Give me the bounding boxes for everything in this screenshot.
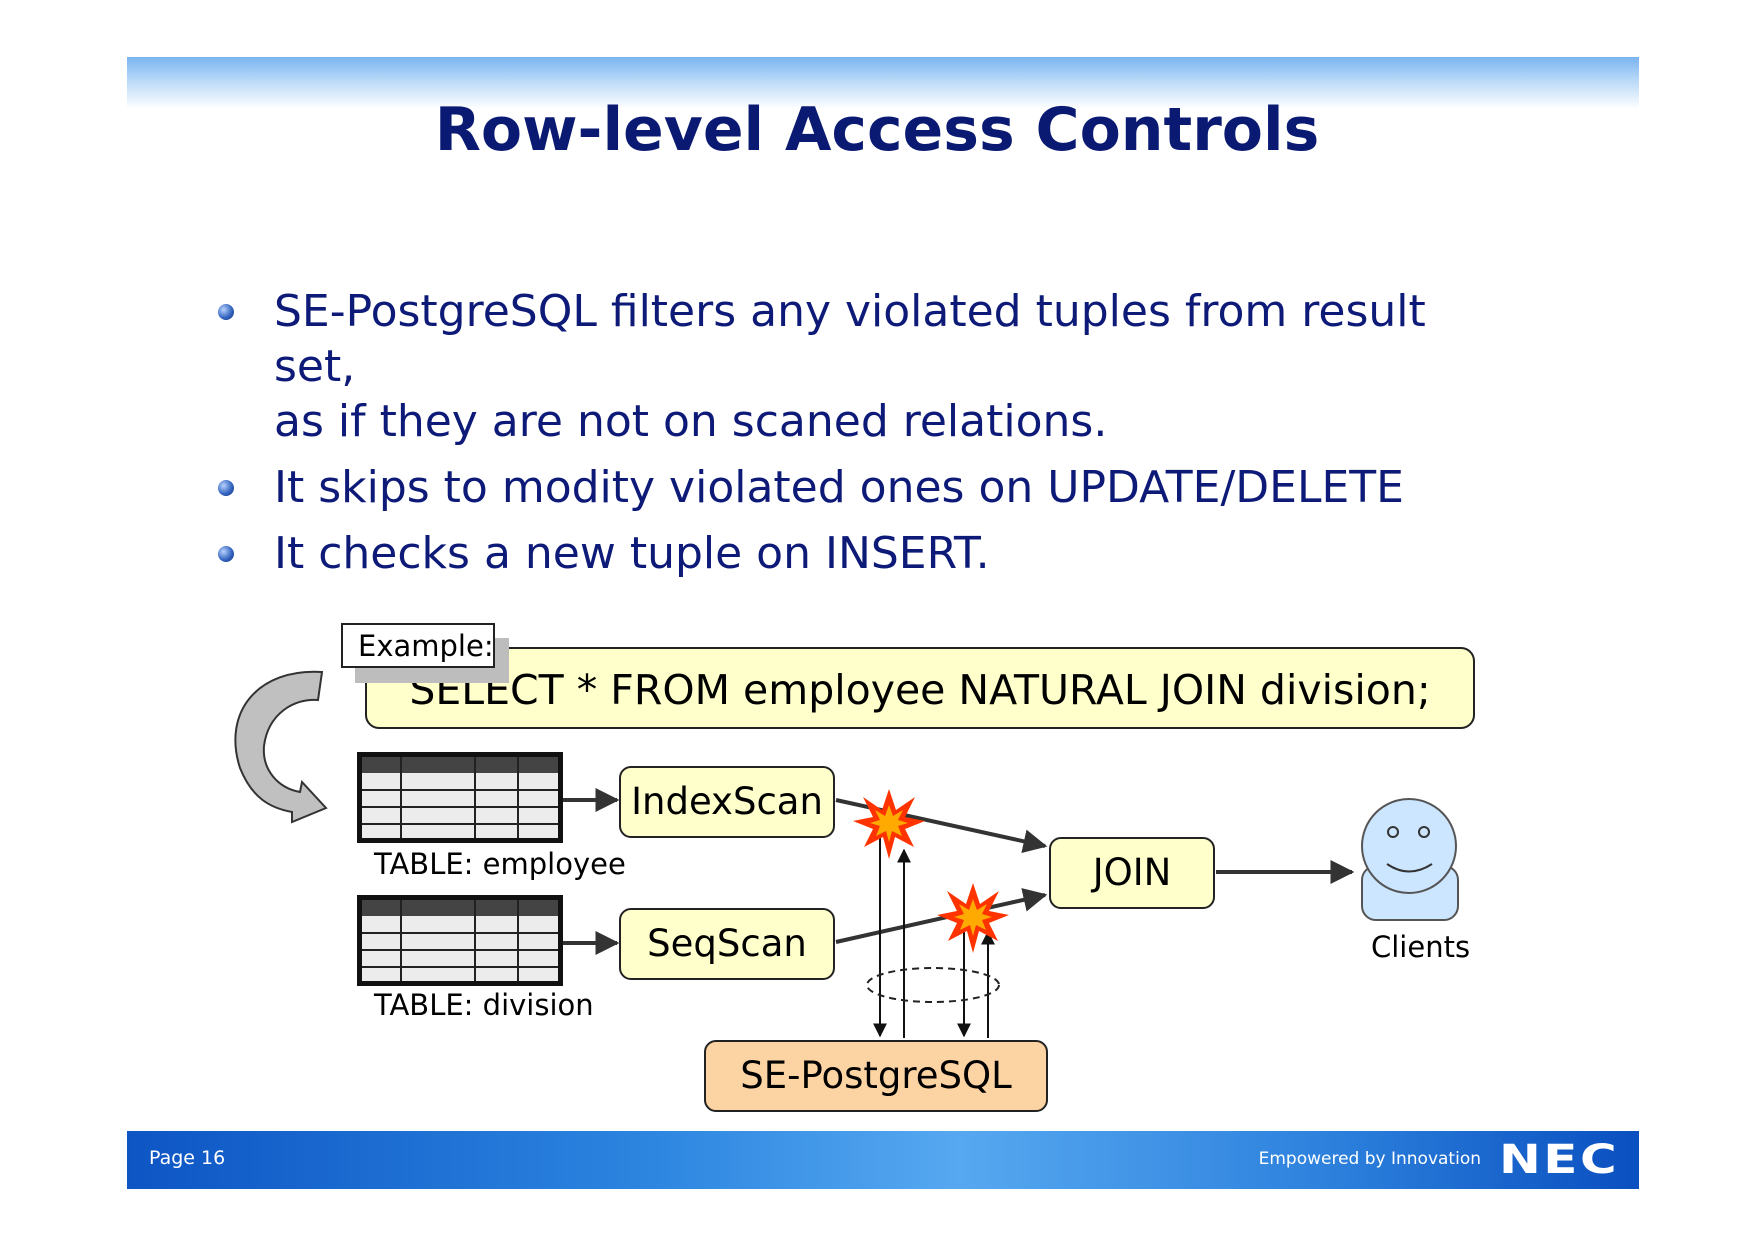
bullet-line: It checks a new tuple on INSERT.	[274, 528, 990, 579]
title-band	[127, 57, 1639, 109]
bullet-line: as if they are not on scaned relations.	[274, 396, 1108, 447]
bullet-list: SE-PostgreSQL filters any violated tuple…	[214, 284, 1514, 581]
query-box: SELECT * FROM employee NATURAL JOIN divi…	[365, 647, 1475, 729]
join-node: JOIN	[1049, 837, 1215, 909]
bullet-icon	[218, 480, 234, 496]
check-boundary-ellipse	[866, 967, 1000, 1003]
client-icon	[1361, 798, 1459, 921]
slide-title: Row-level Access Controls	[434, 95, 1320, 165]
footer-bar: Page 16 Empowered by Innovation NEC	[127, 1131, 1639, 1189]
footer-tagline: Empowered by Innovation	[1258, 1149, 1481, 1169]
division-table-label: TABLE: division	[374, 988, 594, 1022]
seqscan-node: SeqScan	[619, 908, 835, 980]
bullet-line: SE-PostgreSQL filters any violated tuple…	[274, 286, 1426, 392]
indexscan-node: IndexScan	[619, 766, 835, 838]
bullet-icon	[218, 304, 234, 320]
bullet-line: It skips to modity violated ones on UPDA…	[274, 462, 1404, 513]
nec-logo: NEC	[1498, 1137, 1619, 1183]
bullet-item: SE-PostgreSQL filters any violated tuple…	[214, 284, 1514, 449]
division-table-icon	[357, 895, 563, 986]
loop-arrow-icon	[234, 670, 328, 824]
filter-burst-icon	[937, 883, 1009, 953]
employee-table-label: TABLE: employee	[374, 847, 626, 881]
bullet-item: It checks a new tuple on INSERT.	[214, 526, 1514, 581]
arrow-seqscan-to-join	[835, 888, 1048, 944]
bullet-icon	[218, 546, 234, 562]
page-number: Page 16	[149, 1147, 226, 1169]
employee-table-icon	[357, 752, 563, 843]
bullet-item: It skips to modity violated ones on UPDA…	[214, 460, 1514, 515]
example-label: Example:	[341, 623, 495, 668]
clients-label: Clients	[1371, 930, 1471, 964]
se-postgresql-node: SE-PostgreSQL	[704, 1040, 1048, 1112]
filter-burst-icon	[853, 789, 925, 859]
